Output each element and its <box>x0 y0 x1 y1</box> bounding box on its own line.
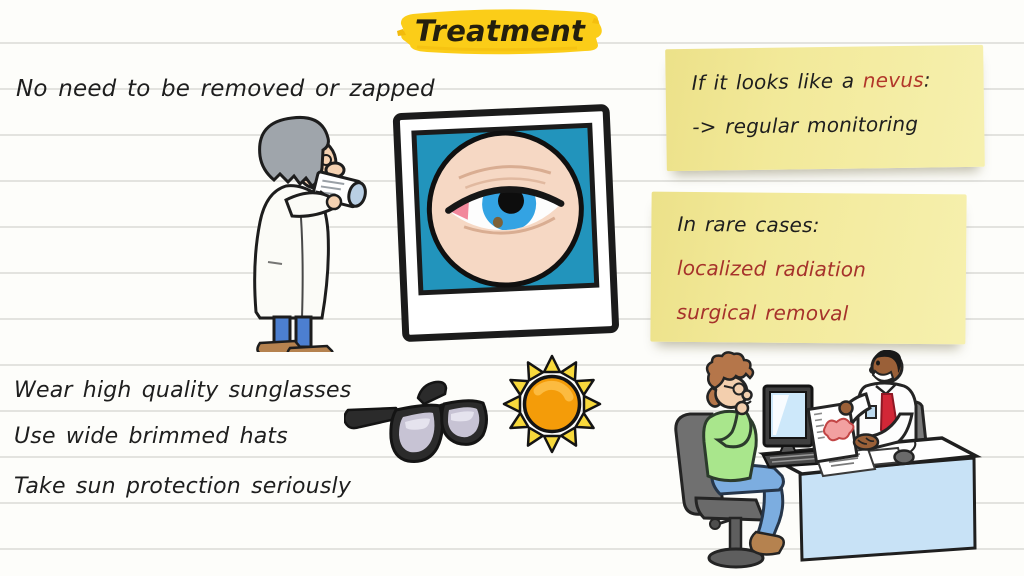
rare-cases-heading: In rare cases: <box>677 211 820 238</box>
tip-hats: Use wide brimmed hats <box>14 424 288 449</box>
monitoring-action: -> regular monitoring <box>692 111 919 139</box>
upper-eyelid <box>445 186 565 214</box>
nevus-spot <box>492 216 503 228</box>
sunglasses-illustration <box>344 380 488 463</box>
tip-sun-protection: Take sun protection seriously <box>14 474 352 499</box>
doctor-hair <box>258 115 330 188</box>
page-title: Treatment <box>396 5 604 57</box>
eye-polaroid-illustration <box>392 104 619 342</box>
doctor-writing-illustration <box>253 115 367 352</box>
sun-illustration <box>502 354 602 454</box>
title-text: Treatment <box>414 14 586 48</box>
rare-case-option: localized radiation <box>676 255 867 282</box>
eye-pupil <box>497 188 524 214</box>
tip-sunglasses: Wear high quality sunglasses <box>14 378 352 403</box>
doctor-hand <box>325 193 343 211</box>
nevus-term: nevus <box>862 67 924 93</box>
tear-duct <box>448 200 469 220</box>
sticky-note-rare-cases: In rare cases: localized radiation surgi… <box>650 191 967 345</box>
note-no-removal: No need to be removed or zapped <box>16 76 435 102</box>
diagnosis-card <box>806 400 859 464</box>
monitoring-condition: If it looks like a nevus: <box>691 67 931 95</box>
desk <box>757 436 982 562</box>
doctor-forearm <box>852 412 914 451</box>
computer-mouse <box>893 439 917 465</box>
patient <box>702 351 785 556</box>
consultation-illustration <box>674 350 982 569</box>
brush-highlight-icon <box>397 9 602 55</box>
rare-case-option: surgical removal <box>676 299 849 326</box>
sticky-note-monitoring: If it looks like a nevus: -> regular mon… <box>665 44 985 172</box>
computer-monitor <box>761 384 831 469</box>
